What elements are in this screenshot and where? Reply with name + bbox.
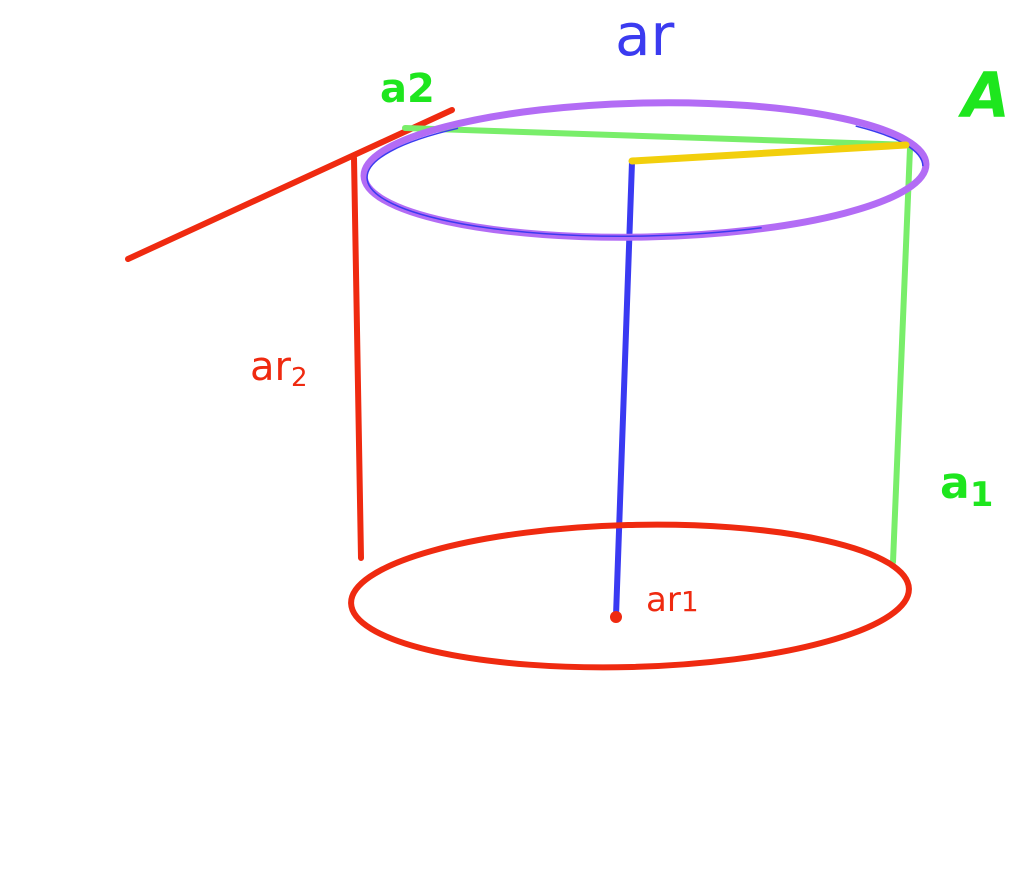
red-inclined-line xyxy=(125,107,455,262)
label-a1-main: a xyxy=(940,458,970,509)
label-ar1-main: ar xyxy=(646,580,681,620)
label-a2: a2 xyxy=(380,66,435,112)
label-ar1: ar1 xyxy=(646,580,699,620)
green-vertical-line xyxy=(890,145,913,565)
label-ar2-sub: 2 xyxy=(291,363,308,393)
bottom-ellipse xyxy=(348,521,912,671)
label-a1-sub: 1 xyxy=(970,475,994,515)
center-point xyxy=(610,611,622,623)
label-A: A xyxy=(957,59,1010,132)
label-top-ar: ar xyxy=(615,1,675,69)
green-top-line xyxy=(402,125,915,148)
label-a1: a1 xyxy=(940,458,993,515)
label-ar2-main: ar xyxy=(250,344,292,390)
yellow-radius-line xyxy=(628,141,910,165)
red-vertical-line xyxy=(351,155,364,561)
top-ellipse-inner-edge xyxy=(366,106,924,238)
label-ar2: ar2 xyxy=(250,344,308,393)
label-ar1-sub: 1 xyxy=(681,585,699,618)
top-ellipse xyxy=(360,99,930,241)
